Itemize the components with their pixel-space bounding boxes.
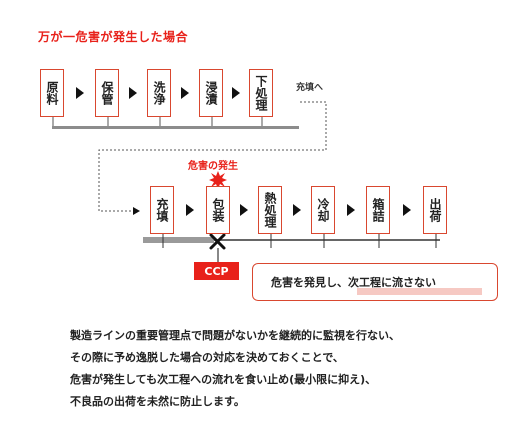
row1-step-3: 浸漬 [199,69,223,117]
row2-step-label: 箱詰 [371,198,385,222]
callout-prefix: 危害を発見し、 [271,276,348,289]
row2-step-3: 冷却 [311,186,335,234]
row2-flow-arrow-icon [402,204,411,216]
row1-step-label: 洗浄 [152,81,166,105]
row2-step-label: 包装 [211,198,225,222]
row2-step-0: 充填 [150,186,174,234]
description-line-3: 危害が発生しても次工程への流れを食い止め(最小限に抑え)、 [70,373,377,386]
hazard-burst-icon [209,171,227,189]
row1-step-1: 保管 [95,69,119,117]
row1-bar [52,126,299,129]
row1-flow-arrow-icon [75,87,84,99]
row2-step-label: 熱処理 [263,192,277,228]
row2-step-label: 冷却 [316,198,330,222]
row2-flow-arrow-icon [186,204,194,216]
row2-step-4: 箱詰 [366,186,390,234]
row1-step-label: 原料 [45,81,59,105]
row1-step-4: 下処理 [249,69,273,117]
callout-text: 危害を発見し、次工程に流さない [271,274,436,290]
stop-x-icon [209,233,226,250]
diagram-title: 万が一危害が発生した場合 [38,30,189,44]
row2-flow-arrow-icon [346,204,355,216]
row1-step-0: 原料 [40,69,64,117]
description-line-2: その際に予め逸脱した場合の対応を決めておくことで、 [70,351,344,364]
to-next-label: 充填へ [296,83,324,93]
row2-step-5: 出荷 [423,186,447,234]
row1-step-label: 保管 [100,81,114,105]
row1-step-2: 洗浄 [147,69,171,117]
row2-step-label: 出荷 [428,198,442,222]
row2-step-label: 充填 [155,198,169,222]
row1-step-label: 下処理 [254,75,268,111]
row1-flow-arrow-icon [129,87,137,99]
hazard-label: 危害の発生 [188,161,238,172]
callout-highlight-text: 次工程に流さない [348,276,436,289]
row1-flow-arrow-icon [232,87,240,99]
ccp-badge: CCP [194,262,239,280]
row2-step-1: 包装 [206,186,230,234]
dotted-flow-line [98,101,327,212]
row2-flow-arrow-icon [240,204,248,216]
description-line-4: 不良品の出荷を未然に防止します。 [70,395,245,408]
description-line-1: 製造ラインの重要管理点で問題がないかを継続的に監視を行ない、 [70,329,400,342]
callout-highlight [357,288,482,295]
row2-step-2: 熱処理 [258,186,282,234]
row1-step-label: 浸漬 [204,81,218,105]
row2-flow-arrow-icon [292,204,301,216]
row2-bar-active [143,237,214,243]
row1-flow-arrow-icon [181,87,189,99]
